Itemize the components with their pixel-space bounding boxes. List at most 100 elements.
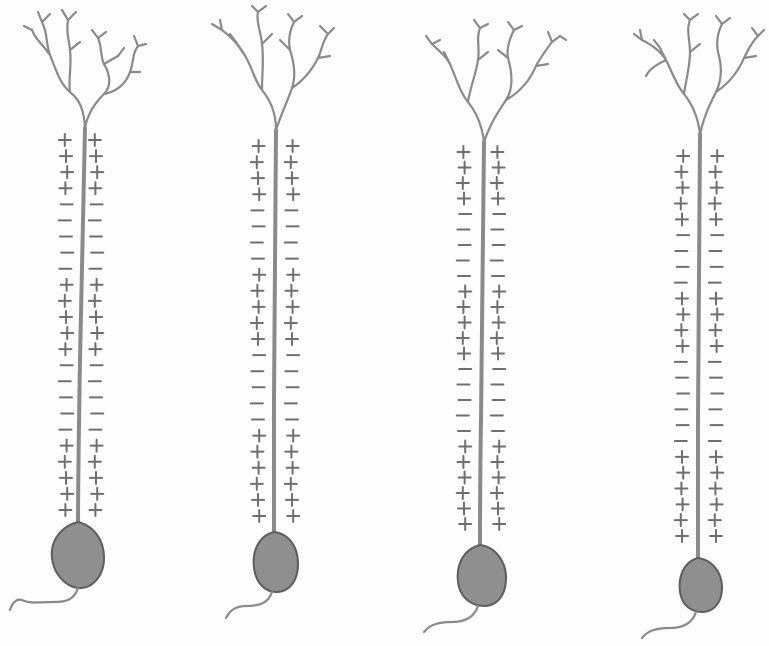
plus-charge-right-1 bbox=[709, 166, 721, 178]
plus-charge-right-11 bbox=[709, 324, 721, 336]
plus-charge-right-10 bbox=[491, 301, 503, 313]
plus-charge-right-19 bbox=[493, 441, 505, 453]
plus-charge-left-2 bbox=[252, 172, 264, 184]
charge-column-left bbox=[251, 140, 265, 522]
plus-charge-right-2 bbox=[91, 166, 103, 178]
dendrite-tree bbox=[212, 6, 334, 130]
plus-charge-right-12 bbox=[286, 333, 298, 345]
plus-charge-right-12 bbox=[711, 340, 723, 352]
plus-charge-right-2 bbox=[286, 172, 298, 184]
axon-shaft bbox=[78, 128, 85, 525]
plus-charge-right-1 bbox=[493, 162, 505, 174]
plus-charge-right-23 bbox=[709, 514, 721, 526]
plus-charge-left-0 bbox=[677, 150, 689, 162]
plus-charge-left-11 bbox=[675, 324, 687, 336]
plus-charge-right-10 bbox=[89, 295, 101, 307]
dendrite-tree bbox=[634, 14, 764, 134]
plus-charge-left-18 bbox=[253, 430, 265, 442]
plus-charge-left-4 bbox=[676, 213, 688, 225]
plus-charge-right-12 bbox=[491, 332, 503, 344]
plus-charge-right-0 bbox=[287, 140, 299, 152]
plus-charge-left-9 bbox=[251, 285, 263, 297]
plus-charge-left-23 bbox=[59, 504, 71, 516]
plus-charge-right-23 bbox=[492, 503, 504, 515]
plus-charge-right-19 bbox=[285, 446, 297, 458]
plus-charge-left-20 bbox=[253, 462, 265, 474]
charge-column-right bbox=[285, 140, 299, 522]
cell-body bbox=[52, 522, 104, 588]
plus-charge-left-24 bbox=[459, 518, 471, 530]
plus-charge-right-19 bbox=[710, 451, 722, 463]
plus-charge-right-9 bbox=[285, 285, 297, 297]
charge-column-left bbox=[457, 146, 471, 530]
plus-charge-left-0 bbox=[59, 134, 71, 146]
plus-charge-left-9 bbox=[61, 279, 73, 291]
plus-charge-left-22 bbox=[457, 487, 469, 499]
plus-charge-right-24 bbox=[710, 530, 722, 542]
plus-charge-right-9 bbox=[493, 286, 505, 298]
plus-charge-right-3 bbox=[89, 182, 101, 194]
plus-charge-left-12 bbox=[61, 327, 73, 339]
plus-charge-right-22 bbox=[711, 498, 723, 510]
plus-charge-right-23 bbox=[287, 510, 299, 522]
plus-charge-right-11 bbox=[493, 317, 505, 329]
plus-charge-right-2 bbox=[711, 182, 723, 194]
plus-charge-right-10 bbox=[287, 301, 299, 313]
plus-charge-left-20 bbox=[59, 456, 71, 468]
plus-charge-left-3 bbox=[675, 198, 687, 210]
plus-charge-left-1 bbox=[675, 166, 687, 178]
plus-charge-right-24 bbox=[493, 518, 505, 530]
plus-charge-right-20 bbox=[89, 456, 101, 468]
axon-tail bbox=[424, 606, 478, 632]
plus-charge-right-23 bbox=[89, 504, 101, 516]
cell-body bbox=[254, 532, 298, 592]
plus-charge-left-2 bbox=[457, 177, 469, 189]
axon-shaft bbox=[698, 134, 700, 560]
plus-charge-left-2 bbox=[61, 166, 73, 178]
axon-tail bbox=[10, 588, 78, 610]
plus-charge-right-19 bbox=[91, 440, 103, 452]
axon-shaft bbox=[274, 130, 276, 535]
plus-charge-right-3 bbox=[709, 198, 721, 210]
cell-body bbox=[680, 558, 722, 612]
neuron-2 bbox=[212, 6, 334, 618]
plus-charge-left-21 bbox=[459, 472, 471, 484]
plus-charge-right-21 bbox=[709, 483, 721, 495]
charge-column-left bbox=[675, 150, 689, 542]
plus-charge-left-9 bbox=[459, 286, 471, 298]
plus-charge-left-13 bbox=[458, 348, 470, 360]
plus-charge-left-21 bbox=[60, 472, 72, 484]
charge-column-right bbox=[491, 146, 505, 530]
charge-column-right bbox=[709, 150, 723, 542]
axon-shaft bbox=[480, 142, 484, 548]
plus-charge-left-8 bbox=[253, 269, 265, 281]
neuron-1 bbox=[10, 10, 146, 610]
neuron-4 bbox=[634, 14, 764, 638]
plus-charge-left-9 bbox=[676, 293, 688, 305]
plus-charge-right-0 bbox=[89, 134, 101, 146]
plus-charge-left-23 bbox=[458, 503, 470, 515]
plus-charge-right-9 bbox=[710, 293, 722, 305]
dendrite-tree bbox=[426, 20, 566, 142]
plus-charge-left-11 bbox=[60, 311, 72, 323]
charge-column-right bbox=[89, 134, 103, 516]
plus-charge-left-1 bbox=[459, 162, 471, 174]
plus-charge-left-22 bbox=[677, 498, 689, 510]
plus-charge-right-21 bbox=[90, 472, 102, 484]
plus-charge-left-10 bbox=[457, 301, 469, 313]
plus-charge-right-21 bbox=[493, 472, 505, 484]
plus-charge-left-10 bbox=[677, 308, 689, 320]
plus-charge-left-23 bbox=[253, 510, 265, 522]
plus-charge-left-3 bbox=[59, 182, 71, 194]
plus-charge-right-13 bbox=[492, 348, 504, 360]
plus-charge-left-10 bbox=[253, 301, 265, 313]
plus-charge-right-2 bbox=[491, 177, 503, 189]
plus-charge-left-24 bbox=[676, 530, 688, 542]
plus-charge-left-19 bbox=[459, 441, 471, 453]
cell-body bbox=[458, 545, 506, 606]
axon-tail bbox=[226, 592, 272, 618]
plus-charge-left-20 bbox=[457, 456, 469, 468]
plus-charge-right-22 bbox=[286, 494, 298, 506]
